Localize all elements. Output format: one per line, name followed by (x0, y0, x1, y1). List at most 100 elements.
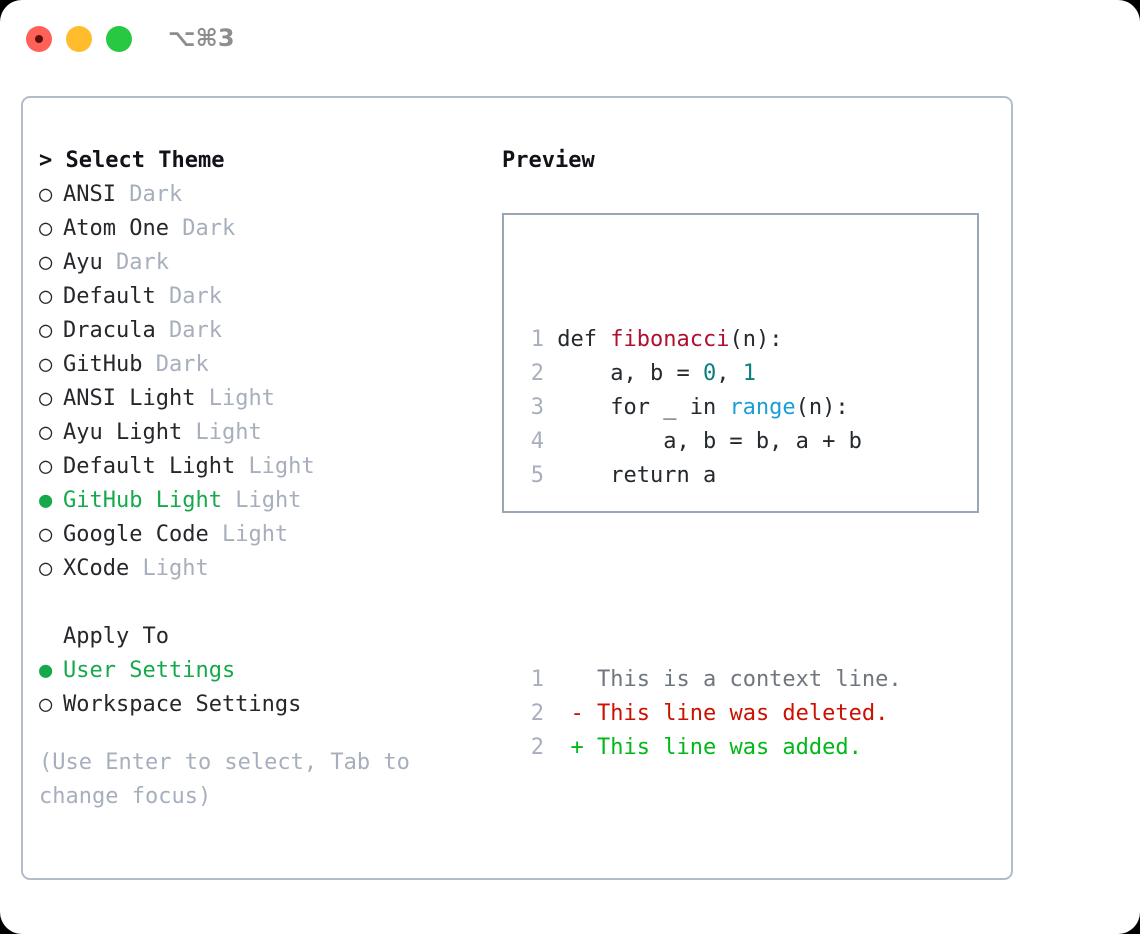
theme-list-item[interactable]: ○Ayu Dark (39, 246, 479, 280)
theme-name-tag-separator (195, 386, 208, 411)
theme-list-item[interactable]: ○Default Dark (39, 280, 479, 314)
code-token-plain: a, b = (557, 361, 703, 386)
radio-unselected-icon: ○ (39, 556, 53, 581)
theme-list-item[interactable]: ○ANSI Light Light (39, 382, 479, 416)
radio-unselected-icon: ○ (39, 454, 53, 479)
radio-unselected-icon: ○ (39, 522, 53, 547)
code-line-number: 1 (530, 327, 544, 352)
theme-name-tag-separator (222, 488, 235, 513)
diff-text: This line was deleted. (597, 701, 889, 726)
theme-selector-column: > Select Theme ○ANSI Dark○Atom One Dark○… (39, 144, 479, 814)
select-theme-heading-prefix: > (39, 148, 66, 173)
theme-name: GitHub Light (63, 488, 222, 513)
code-token-plain: (n): (729, 327, 783, 352)
theme-category-tag: Light (195, 420, 262, 445)
code-line: 2 a, b = 0, 1 (522, 357, 902, 391)
keyboard-shortcut-label: ⌥⌘3 (168, 24, 235, 52)
theme-list-item[interactable]: ○ XCode Light (39, 552, 479, 586)
theme-name: ANSI Light (63, 386, 196, 411)
radio-unselected-icon: ○ (39, 318, 53, 343)
code-token-plain: return a (557, 463, 717, 488)
code-gutter-gap (544, 327, 557, 352)
theme-list-item[interactable]: ○Ayu Light Light (39, 416, 479, 450)
diff-sign: + (570, 735, 597, 760)
theme-name: Dracula (63, 318, 156, 343)
close-icon (35, 35, 43, 43)
diff-gutter-gap (544, 667, 571, 692)
code-gutter-gap (544, 361, 557, 386)
theme-category-tag: Dark (155, 352, 209, 377)
apply-to-item[interactable]: ● User Settings (39, 654, 479, 688)
theme-list-item[interactable]: ○ GitHub Dark (39, 348, 479, 382)
radio-unselected-icon: ○ (39, 692, 53, 717)
code-token-plain: , (716, 361, 743, 386)
code-line: 3 for _ in range(n): (522, 391, 902, 425)
diff-line: 2 - This line was deleted. (522, 697, 902, 731)
theme-list-item[interactable]: ○Atom One Dark (39, 212, 479, 246)
minimize-window-button[interactable] (66, 26, 92, 52)
theme-name-tag-separator (116, 182, 129, 207)
code-line-number: 2 (530, 361, 544, 386)
diff-gutter-gap (544, 701, 571, 726)
diff-line: 1 This is a context line. (522, 663, 902, 697)
theme-list-item[interactable]: ○Google Code Light (39, 518, 479, 552)
theme-list-item[interactable]: ● GitHub Light Light (39, 484, 479, 518)
code-token-plain: (n): (795, 395, 849, 420)
code-diff-spacer (522, 561, 902, 595)
radio-selected-icon: ● (39, 658, 53, 683)
theme-name: GitHub (63, 352, 143, 377)
diff-line-number: 1 (530, 667, 544, 692)
apply-to-item[interactable]: ○Workspace Settings (39, 688, 479, 722)
select-theme-heading: > Select Theme (39, 144, 479, 178)
theme-name: Ayu (63, 250, 103, 275)
diff-block: 1 This is a context line.2 - This line w… (522, 663, 902, 765)
theme-list-item[interactable]: ○ Default Light Light (39, 450, 479, 484)
theme-list-item[interactable]: ○ANSI Dark (39, 178, 479, 212)
theme-list-item[interactable]: ○ Dracula Dark (39, 314, 479, 348)
code-line: 4 a, b = b, a + b (522, 425, 902, 459)
preview-heading: Preview (502, 148, 595, 173)
theme-name: XCode (63, 556, 130, 581)
diff-text: This is a context line. (597, 667, 902, 692)
diff-line-number: 2 (530, 735, 544, 760)
code-line-number: 4 (530, 429, 544, 454)
radio-unselected-icon: ○ (39, 352, 53, 377)
theme-name: Google Code (63, 522, 209, 547)
theme-name: Ayu Light (63, 420, 183, 445)
theme-category-tag: Dark (182, 216, 236, 241)
diff-text: This line was added. (597, 735, 862, 760)
preview-column: Preview 1 def fibonacci(n):2 a, b = 0, 1… (502, 144, 992, 760)
theme-category-tag: Dark (168, 318, 222, 343)
theme-name: Default (63, 284, 156, 309)
radio-unselected-icon: ○ (39, 386, 53, 411)
diff-gutter-gap (544, 735, 571, 760)
code-line-number: 5 (530, 463, 544, 488)
diff-sign (571, 667, 598, 692)
theme-name-tag-separator (235, 454, 248, 479)
theme-name-tag-separator (142, 352, 155, 377)
title-bar: ⌥⌘3 (0, 0, 1140, 80)
maximize-window-button[interactable] (106, 26, 132, 52)
apply-to-item-label: User Settings (63, 658, 236, 683)
code-line: 1 def fibonacci(n): (522, 323, 902, 357)
code-token-plain: a, b = b, a + b (557, 429, 862, 454)
theme-category-tag: Light (142, 556, 209, 581)
theme-list: ○ANSI Dark○Atom One Dark○Ayu Dark○Defaul… (39, 178, 479, 586)
radio-selected-icon: ● (39, 488, 53, 513)
theme-category-tag: Light (248, 454, 315, 479)
code-token-plain: for _ in (557, 395, 730, 420)
theme-category-tag: Light (235, 488, 302, 513)
theme-category-tag: Dark (168, 284, 222, 309)
theme-name: Default Light (63, 454, 236, 479)
diff-line: 2 + This line was added. (522, 731, 902, 765)
diff-line-number: 2 (530, 701, 544, 726)
radio-unselected-icon: ○ (39, 182, 53, 207)
theme-name: Atom One (63, 216, 169, 241)
code-token-fn: fibonacci (610, 327, 730, 352)
code-token-builtin: range (729, 395, 796, 420)
main-panel: > Select Theme ○ANSI Dark○Atom One Dark○… (21, 96, 1013, 880)
code-token-plain: def (557, 327, 611, 352)
theme-category-tag: Dark (116, 250, 169, 275)
